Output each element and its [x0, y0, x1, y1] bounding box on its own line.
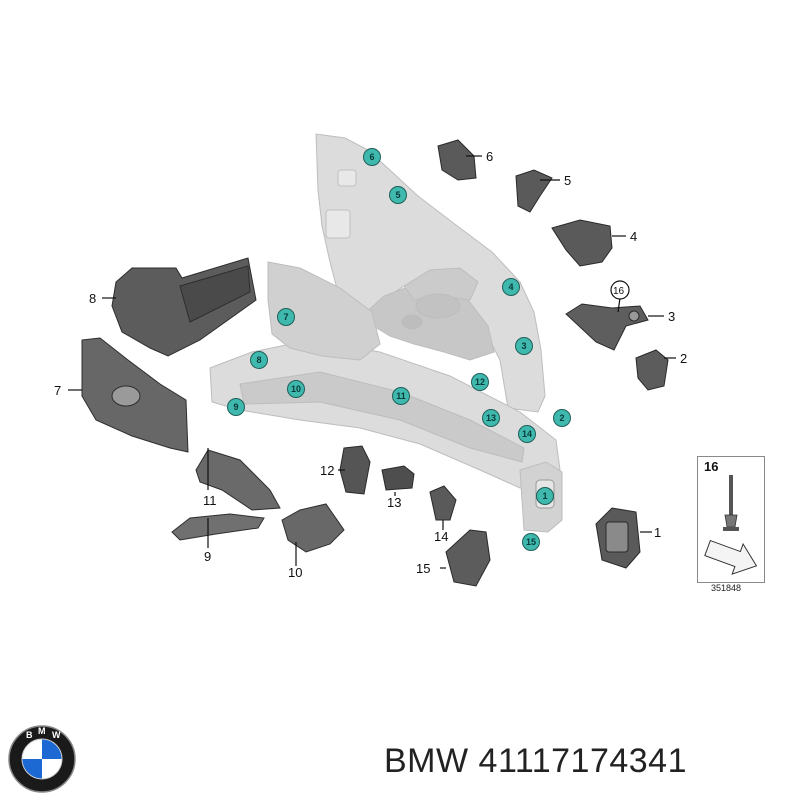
callout-badge-7: 7 — [277, 308, 295, 326]
bmw-logo: B M W — [8, 725, 76, 793]
part-10-mount — [281, 503, 345, 553]
svg-text:1: 1 — [542, 491, 547, 501]
legend-number: 16 — [704, 459, 719, 474]
leader-lines — [68, 155, 676, 569]
callout-badge-3: 3 — [515, 337, 533, 355]
label-15: 15 — [416, 561, 430, 576]
svg-text:14: 14 — [522, 429, 532, 439]
callout-badge-10: 10 — [287, 380, 305, 398]
svg-text:2: 2 — [559, 413, 564, 423]
part-labels: 8 7 11 9 10 12 13 14 15 1 2 3 4 5 6 — [54, 149, 687, 580]
rivet-icon — [704, 475, 758, 575]
callout-16-circle: 16 — [610, 280, 630, 300]
callout-16-text: 16 — [613, 286, 625, 297]
svg-text:15: 15 — [526, 537, 536, 547]
label-12: 12 — [320, 463, 334, 478]
part-15-bracket — [445, 529, 491, 587]
drawing-code: 351848 — [711, 583, 742, 593]
part-8-shield — [111, 257, 257, 357]
callout-badges: 6 5 4 3 7 8 10 9 11 12 13 14 2 1 15 — [227, 148, 571, 551]
callout-badge-8: 8 — [250, 351, 268, 369]
body-shell — [209, 133, 563, 533]
svg-text:7: 7 — [283, 312, 288, 322]
label-3: 3 — [668, 309, 675, 324]
svg-text:4: 4 — [508, 282, 513, 292]
svg-text:8: 8 — [256, 355, 261, 365]
label-10: 10 — [288, 565, 302, 580]
label-7: 7 — [54, 383, 61, 398]
part-13-block — [381, 465, 415, 491]
callout-badge-11: 11 — [392, 387, 410, 405]
part-9-strip — [171, 513, 265, 541]
svg-text:B: B — [26, 730, 33, 740]
legend-box: 16 — [697, 456, 765, 583]
part-11-bracket — [195, 449, 281, 511]
part-6-bracket — [437, 139, 477, 181]
part-4-plate — [551, 219, 613, 267]
callout-badge-2: 2 — [553, 409, 571, 427]
svg-text:9: 9 — [233, 402, 238, 412]
callout-badge-6: 6 — [363, 148, 381, 166]
label-13: 13 — [387, 495, 401, 510]
label-5: 5 — [564, 173, 571, 188]
label-14: 14 — [434, 529, 448, 544]
svg-text:12: 12 — [475, 377, 485, 387]
callout-badge-5: 5 — [389, 186, 407, 204]
part-7-panel — [81, 337, 189, 453]
callout-badge-13: 13 — [482, 409, 500, 427]
callout-badge-15: 15 — [522, 533, 540, 551]
callout-badge-9: 9 — [227, 398, 245, 416]
svg-text:13: 13 — [486, 413, 496, 423]
part-1-cap — [595, 507, 641, 569]
svg-text:10: 10 — [291, 384, 301, 394]
part-14-clip — [429, 485, 457, 521]
label-1: 1 — [654, 525, 661, 540]
part-2-bracket — [635, 349, 669, 391]
label-2: 2 — [680, 351, 687, 366]
callout-badge-1: 1 — [536, 487, 554, 505]
part-5-clip — [515, 169, 553, 213]
label-6: 6 — [486, 149, 493, 164]
svg-text:M: M — [38, 726, 46, 736]
label-8: 8 — [89, 291, 96, 306]
svg-text:3: 3 — [521, 341, 526, 351]
callout-badge-12: 12 — [471, 373, 489, 391]
label-11: 11 — [203, 493, 217, 508]
label-9: 9 — [204, 549, 211, 564]
callout-badge-14: 14 — [518, 425, 536, 443]
part-number-title: BMW 41117174341 — [384, 742, 687, 780]
svg-text:5: 5 — [395, 190, 400, 200]
part-3-bracket — [565, 303, 649, 351]
svg-text:11: 11 — [396, 391, 406, 401]
label-4: 4 — [630, 229, 637, 244]
svg-text:6: 6 — [369, 152, 374, 162]
svg-text:W: W — [52, 730, 61, 740]
callout-badge-4: 4 — [502, 278, 520, 296]
